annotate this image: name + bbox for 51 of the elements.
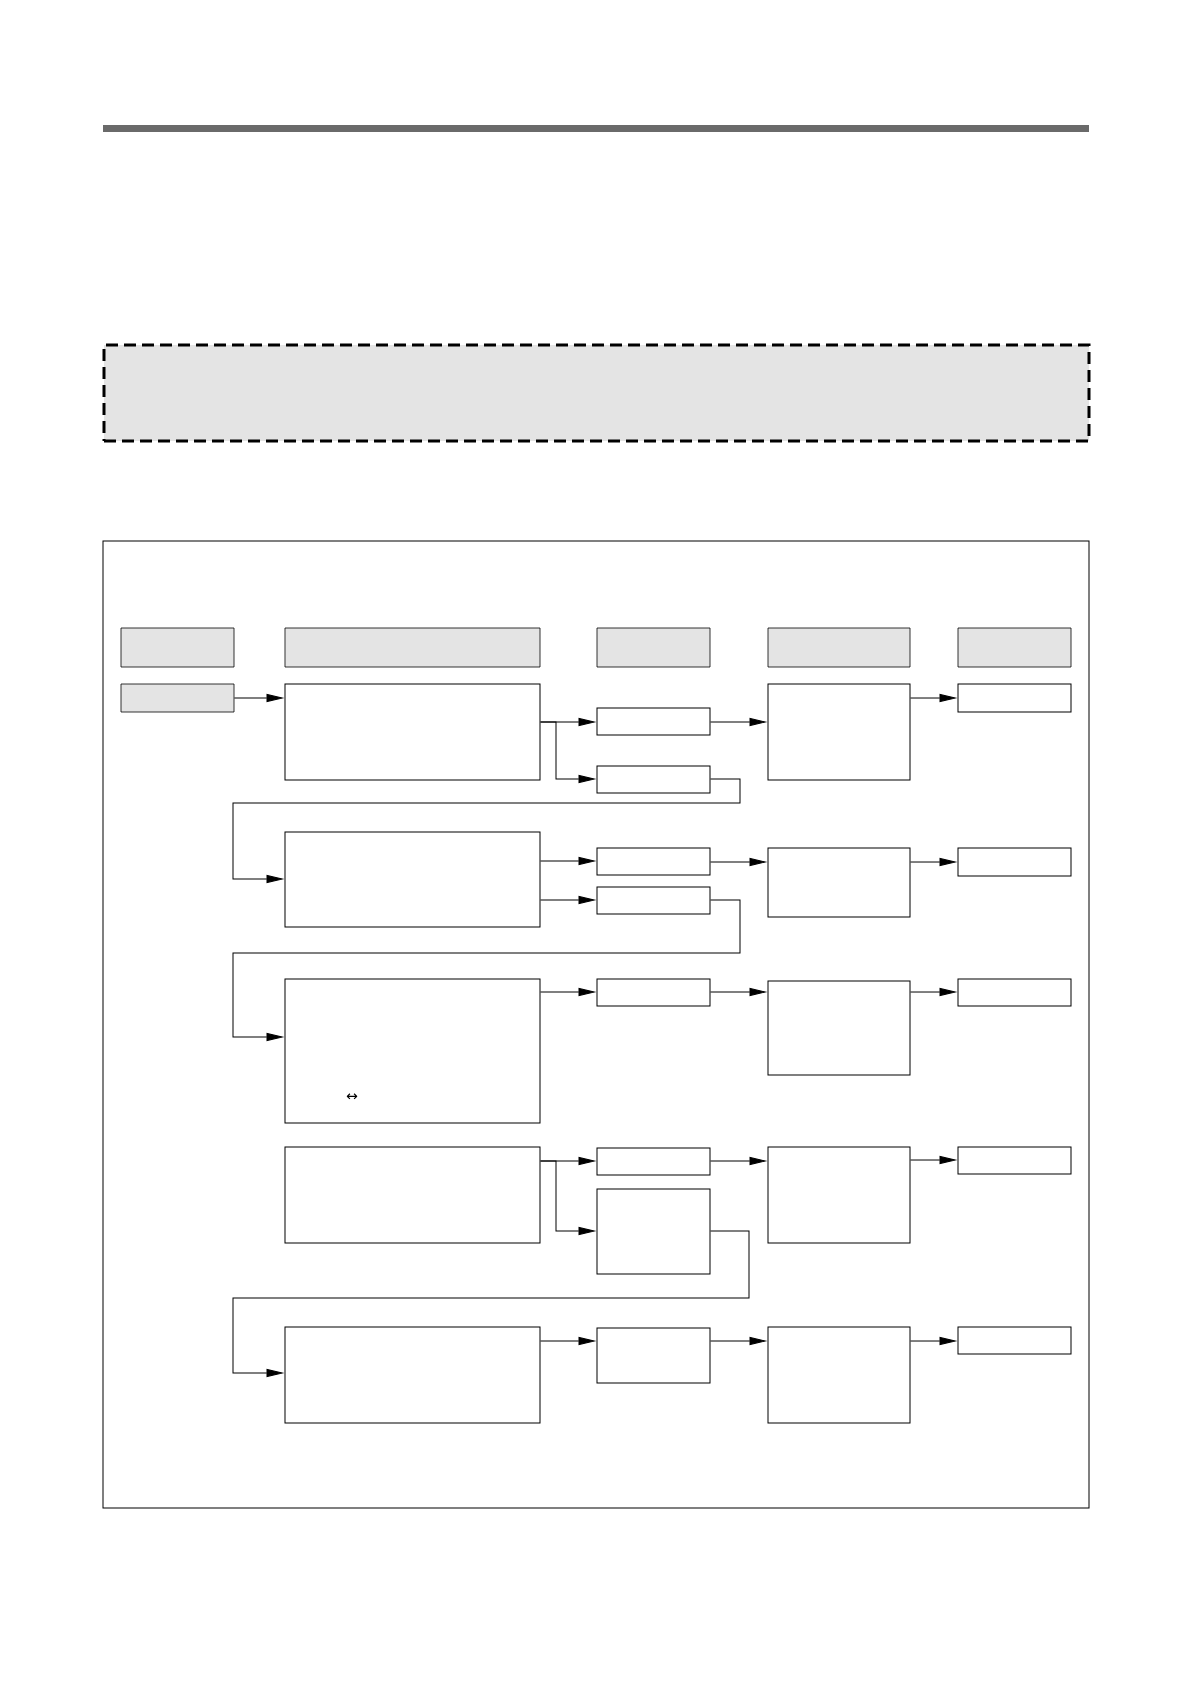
process-box xyxy=(767,980,911,1076)
arrow xyxy=(910,694,956,702)
header-box xyxy=(120,627,235,668)
arrow xyxy=(710,718,766,726)
process-box xyxy=(957,1146,1072,1175)
process-box xyxy=(957,683,1072,713)
process-box xyxy=(767,1146,911,1244)
arrow xyxy=(910,1337,956,1346)
arrow xyxy=(540,857,595,866)
process-box xyxy=(596,1147,711,1176)
process-box xyxy=(284,1146,541,1244)
start-box xyxy=(120,683,235,713)
arrow xyxy=(540,896,595,905)
arrow xyxy=(232,778,741,884)
process-box xyxy=(957,978,1072,1007)
process-box xyxy=(596,765,711,794)
process-box xyxy=(596,978,711,1007)
process-box xyxy=(596,1188,711,1275)
arrow xyxy=(540,988,595,997)
arrow xyxy=(232,1230,750,1378)
arrow xyxy=(910,1156,956,1165)
arrow xyxy=(540,1337,595,1346)
frame-box xyxy=(102,540,1090,1509)
process-box xyxy=(284,831,541,928)
process-box xyxy=(284,1326,541,1424)
arrow xyxy=(232,899,741,1042)
process-box xyxy=(596,886,711,915)
arrow xyxy=(710,988,766,997)
arrow xyxy=(540,721,595,783)
process-box xyxy=(284,683,541,781)
arrow xyxy=(233,694,283,702)
process-box xyxy=(767,847,911,918)
arrow xyxy=(540,1160,595,1236)
arrow xyxy=(910,988,956,997)
process-box xyxy=(767,1326,911,1424)
process-box xyxy=(596,707,711,736)
process-box xyxy=(596,1327,711,1384)
process-box xyxy=(957,847,1072,877)
header-box xyxy=(284,627,541,668)
header-box xyxy=(767,627,911,668)
process-box xyxy=(596,847,711,876)
arrow xyxy=(710,1157,766,1166)
process-box: ↔ xyxy=(284,978,541,1124)
arrow xyxy=(710,1337,766,1346)
band-box xyxy=(102,343,1091,443)
arrow xyxy=(710,858,766,867)
process-box xyxy=(957,1326,1072,1355)
header-box xyxy=(596,627,711,668)
header-box xyxy=(957,627,1072,668)
arrow xyxy=(910,858,956,867)
process-box xyxy=(767,683,911,781)
